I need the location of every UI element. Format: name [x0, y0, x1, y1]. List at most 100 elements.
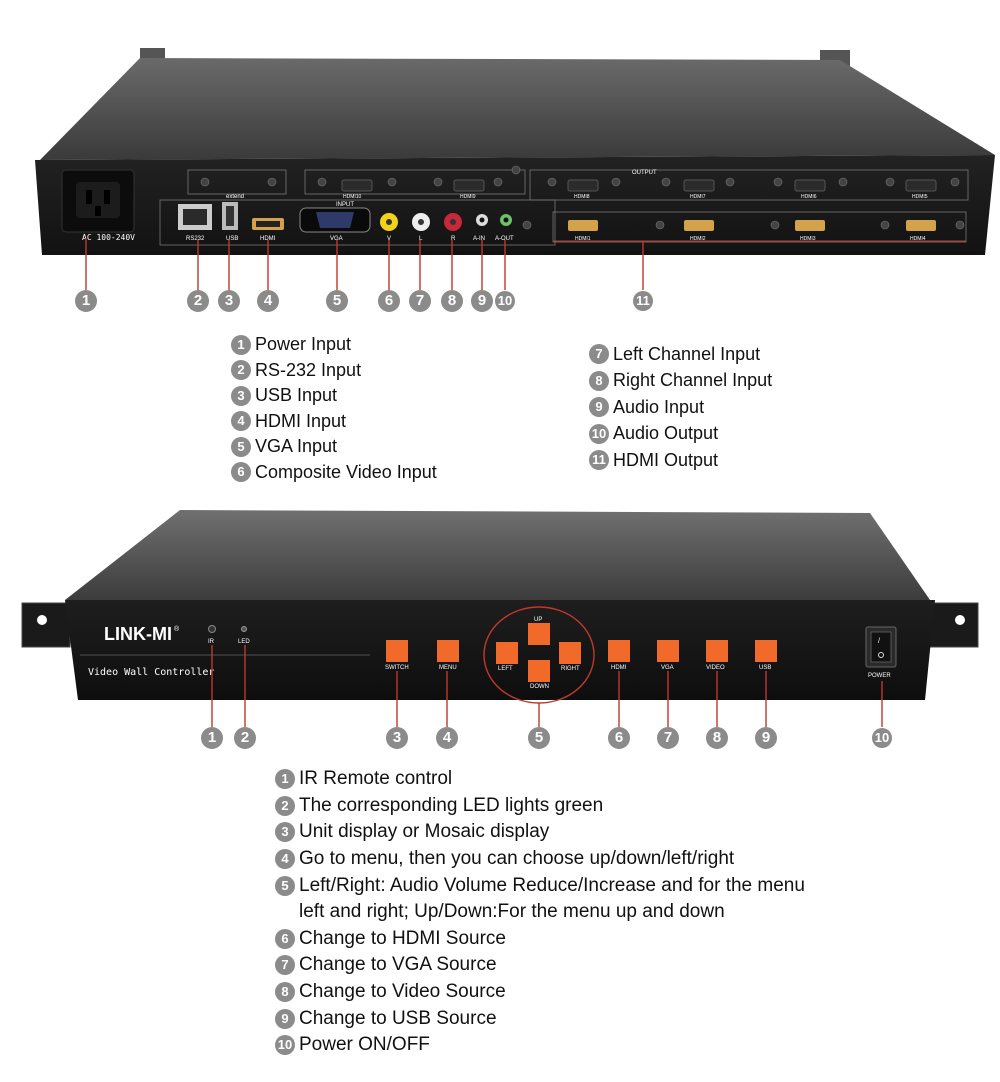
- rear-callout-6: 6: [378, 290, 400, 312]
- input-group-box: [159, 199, 556, 246]
- front-callout-3: 3: [386, 727, 408, 749]
- front-panel-illustration: LINK-MI ® Video Wall Controller IR LED S…: [21, 510, 979, 727]
- ir-label: IR: [208, 639, 215, 645]
- legend-text: Left Channel Input: [613, 343, 761, 364]
- audio-in-label: A-IN: [473, 236, 485, 242]
- hdmi5-port: [905, 179, 937, 192]
- extend-box: [187, 169, 287, 195]
- switch-label: SWITCH: [385, 665, 409, 671]
- hdmi5-label: HDMI5: [912, 194, 928, 200]
- legend-text: Change to VGA Source: [299, 954, 497, 976]
- legend-text: Left/Right: Audio Volume Reduce/Increase…: [299, 874, 805, 896]
- up-label: UP: [534, 617, 542, 623]
- rear-callout-9: 9: [471, 290, 493, 312]
- legend-text: IR Remote control: [299, 768, 453, 790]
- power-switch-mark-off: [878, 652, 884, 658]
- hdmi7-port: [683, 179, 715, 192]
- legend-num: 2: [275, 795, 295, 816]
- legend-num: 3: [275, 822, 295, 843]
- ear-hole: [37, 615, 47, 625]
- legend-num: 3: [231, 385, 251, 406]
- rear-callout-3: 3: [218, 290, 240, 312]
- legend-num: 5: [231, 436, 251, 457]
- extend-label: extend: [226, 194, 244, 200]
- legend-text: Audio Input: [613, 396, 705, 417]
- legend-text: HDMI Output: [613, 449, 719, 470]
- rear-callout-10: 10: [495, 291, 515, 311]
- brand-subtitle: Video Wall Controller: [88, 667, 214, 678]
- legend-num: 11: [589, 450, 609, 471]
- video-label: VIDEO: [706, 665, 725, 671]
- legend-text: Change to HDMI Source: [299, 927, 506, 949]
- bottom-hdmi-box: [552, 211, 967, 243]
- legend-num: 4: [275, 849, 295, 870]
- legend-num: 4: [231, 411, 251, 432]
- hdmi2-port: [684, 220, 714, 231]
- front-callout-2: 2: [234, 727, 256, 749]
- legend-num: 10: [589, 423, 609, 444]
- legend-text: Power ON/OFF: [299, 1034, 430, 1056]
- hdmi4-port: [906, 220, 936, 231]
- front-callout-7: 7: [657, 727, 679, 749]
- vga-label: VGA: [330, 236, 343, 242]
- legend-text: Change to USB Source: [299, 1007, 497, 1029]
- hdmi7-label: HDMI7: [690, 194, 706, 200]
- legend-text: Right Channel Input: [613, 370, 773, 391]
- legend-num: 6: [231, 462, 251, 483]
- top-hdmi-ports: HDMI10 HDMI9 HDMI8 HDMI7 HDMI6 HDMI5: [341, 179, 937, 200]
- rear-callout-5: 5: [326, 290, 348, 312]
- ir-sensor: [208, 625, 216, 633]
- audio-out-label: A-OUT: [495, 236, 514, 242]
- right-label: RIGHT: [561, 666, 580, 672]
- rear-callout-4: 4: [257, 290, 279, 312]
- ear-hole: [955, 615, 965, 625]
- hdmi1-label: HDMI1: [575, 236, 591, 242]
- hdmi8-port: [567, 179, 599, 192]
- hdmi6-port: [794, 179, 826, 192]
- rear-callout-2: 2: [187, 290, 209, 312]
- rear-callout-7: 7: [409, 290, 431, 312]
- hdmi9-port: [453, 179, 485, 192]
- legend-num: 9: [275, 1008, 295, 1029]
- brand-registered: ®: [174, 625, 180, 633]
- hdmi1-port: [568, 220, 598, 231]
- legend-num: 1: [231, 334, 251, 355]
- rca-l-label: L: [419, 236, 423, 242]
- led-indicator: [241, 626, 247, 632]
- hdmi6-label: HDMI6: [801, 194, 817, 200]
- hdmi2-label: HDMI2: [690, 236, 706, 242]
- input-group-label: INPUT: [336, 202, 354, 208]
- front-leader-lines: [211, 645, 883, 727]
- legend-text: Power Input: [255, 334, 352, 355]
- hdmi8-label: HDMI8: [574, 194, 590, 200]
- front-ear-left: [21, 602, 71, 648]
- legend-text: Unit display or Mosaic display: [299, 821, 550, 843]
- legend-num: 9: [589, 397, 609, 418]
- hdmi10-label: HDMI10: [343, 194, 362, 200]
- top-hdmi-box-left: [304, 169, 526, 195]
- rear-panel-illustration: AC 100-240V extend INPUT RS232 USB HDMI …: [35, 48, 995, 290]
- front-callout-1: 1: [201, 727, 223, 749]
- rear-leader-lines: [85, 238, 966, 290]
- front-ear-right: [929, 602, 979, 648]
- hdmi4-label: HDMI4: [910, 236, 926, 242]
- legend-text: USB Input: [255, 385, 338, 406]
- legend-num: 10: [275, 1035, 295, 1056]
- menu-label: MENU: [439, 665, 457, 671]
- led-label: LED: [238, 639, 250, 645]
- usb-label: USB: [759, 665, 771, 671]
